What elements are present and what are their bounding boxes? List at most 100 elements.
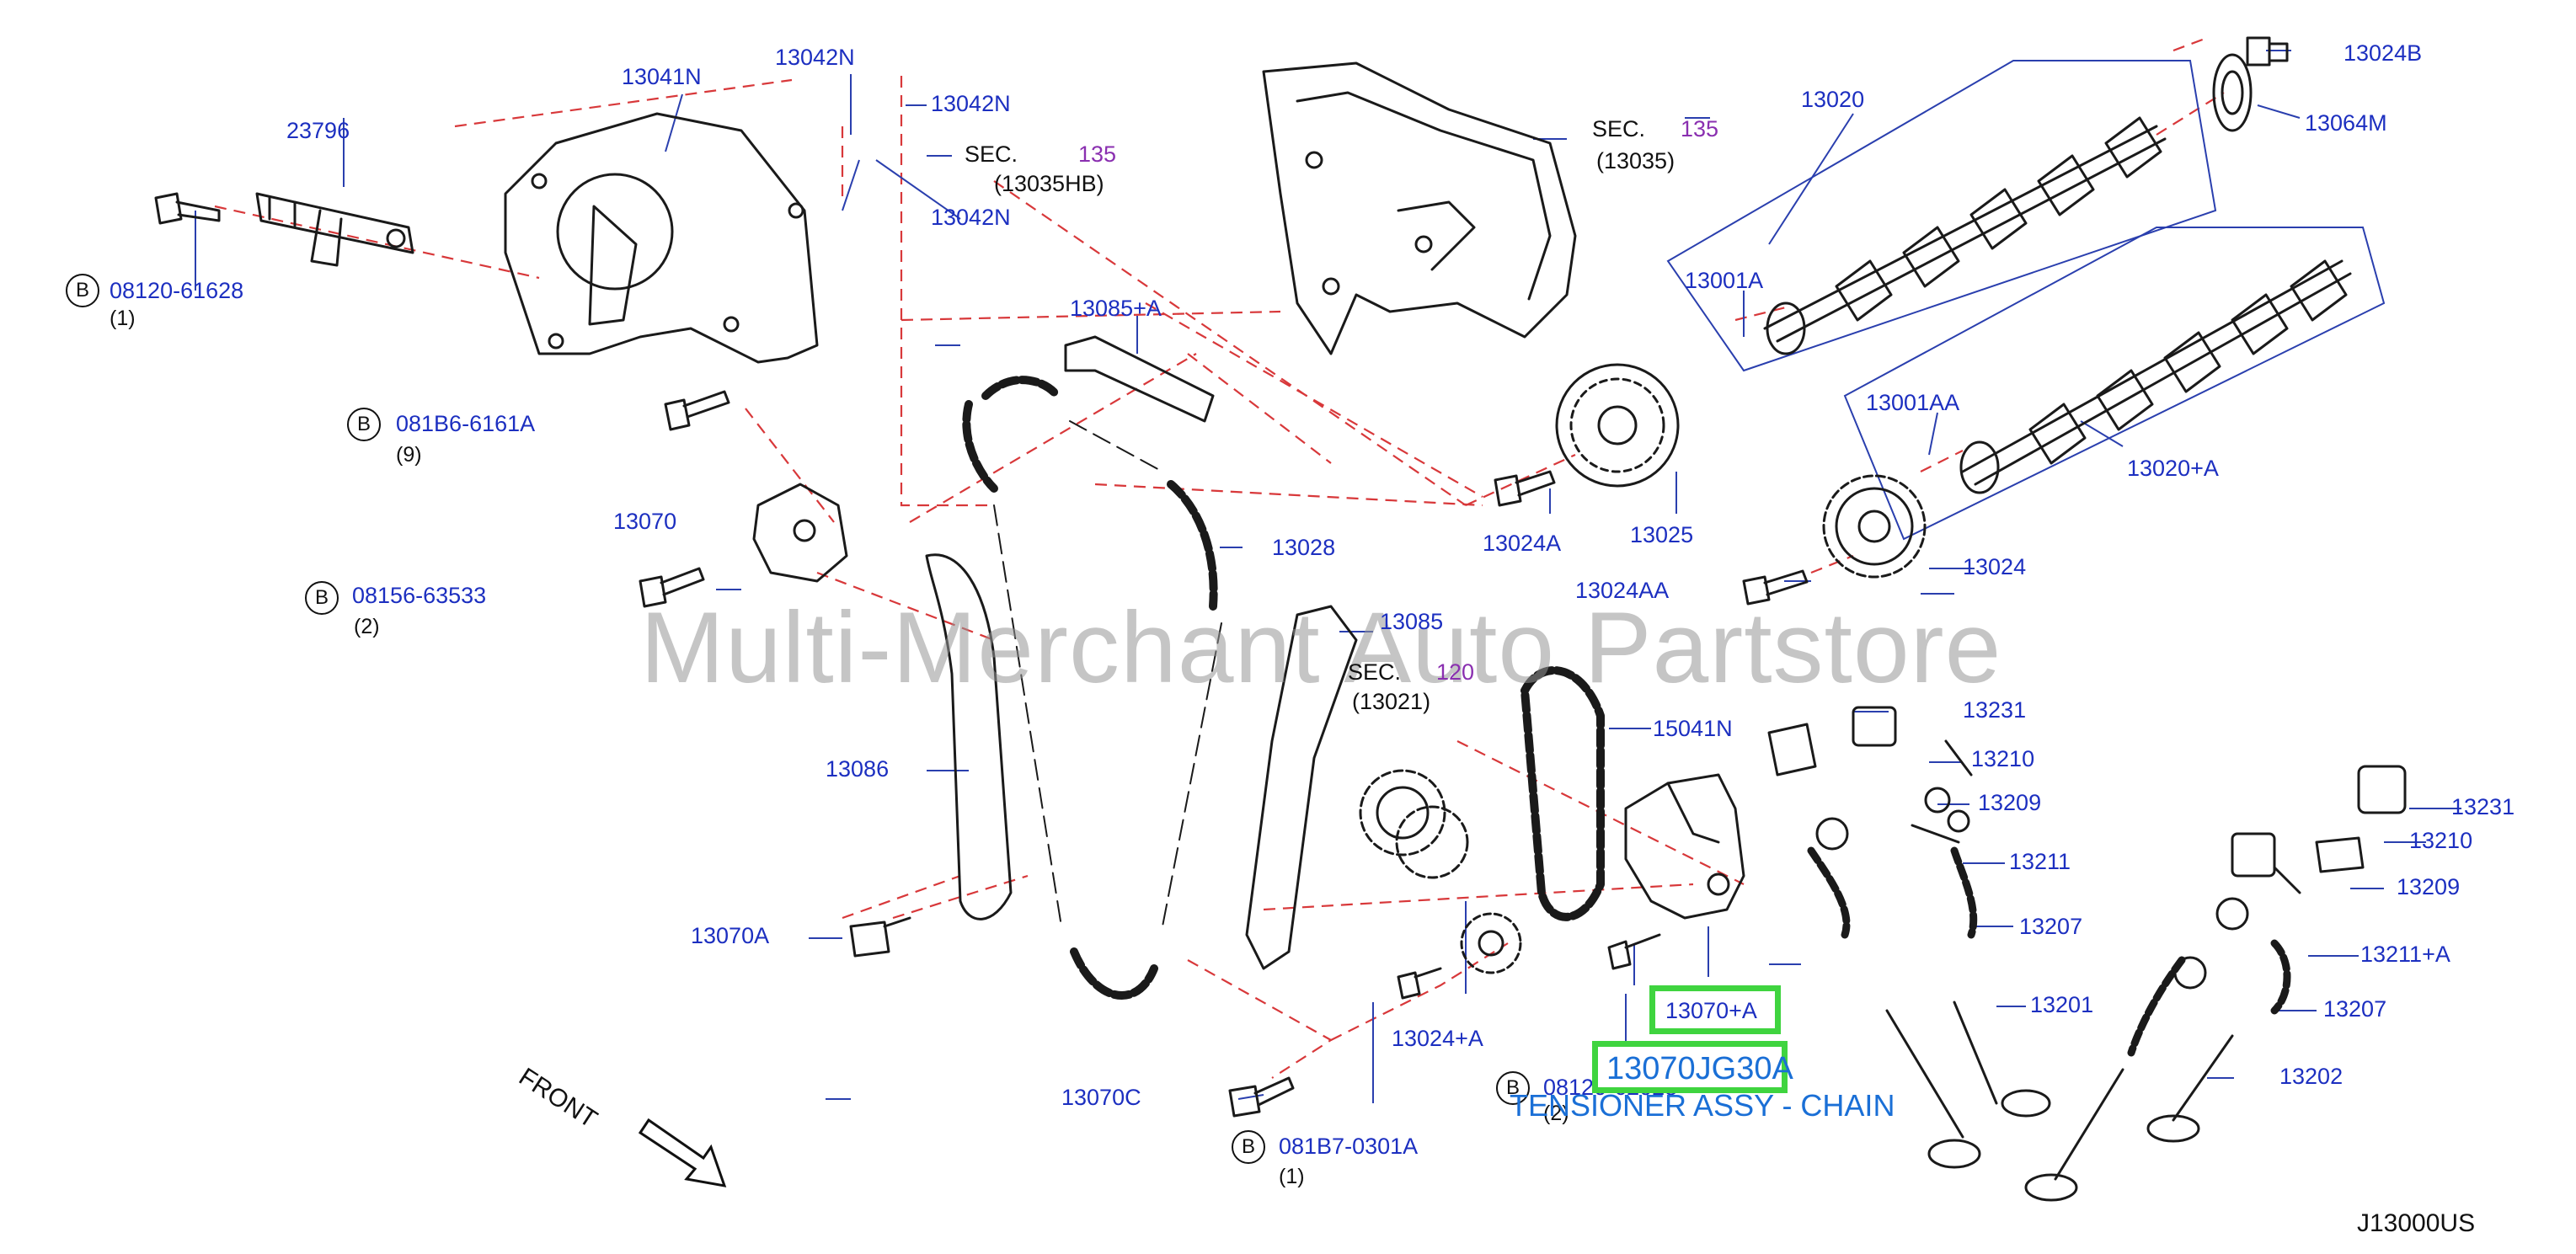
callout-13202[interactable]: 13202 [2279, 1064, 2344, 1089]
callout-13086[interactable]: 13086 [826, 756, 890, 782]
callout-13064m[interactable]: 13064M [2305, 110, 2387, 136]
callout-leader-lines [195, 50, 2461, 1103]
valve-train-left [1767, 706, 2051, 1169]
chain-guide-13086 [925, 553, 1013, 920]
callout-13042n-top[interactable]: 13042N [775, 45, 855, 70]
callout-13041n[interactable]: 13041N [622, 64, 702, 89]
callout-15041n[interactable]: 15041N [1653, 716, 1733, 741]
bolt-qty: (1) [110, 307, 136, 330]
callout-13085[interactable]: 13085 [1380, 609, 1444, 634]
callout-13210-right[interactable]: 13210 [2409, 828, 2473, 853]
bolt-a [154, 192, 221, 225]
callout-13025[interactable]: 13025 [1630, 522, 1694, 547]
callout-13001a[interactable]: 13001A [1685, 268, 1764, 293]
sec-120-ref: (13021) [1352, 689, 1431, 714]
highlight-box-13070a[interactable]: 13070+A [1649, 985, 1781, 1034]
bolt-code-081b6-6161a[interactable]: 081B6-6161A [396, 411, 536, 436]
bolt-13070c [1228, 1076, 1295, 1118]
sec-135-cover-number[interactable]: 135 [1681, 116, 1719, 141]
bolt-13024b [2246, 36, 2289, 67]
callout-13201[interactable]: 13201 [2030, 992, 2094, 1017]
sec-120-number[interactable]: 120 [1436, 659, 1475, 685]
bolt-code-08120-61628[interactable]: 08120-61628 [110, 278, 244, 303]
callout-13024b[interactable]: 13024B [2344, 40, 2423, 66]
lock-washer [2212, 53, 2253, 132]
callout-13024aa[interactable]: 13024AA [1575, 578, 1670, 603]
tensioner-upper [752, 483, 848, 583]
highlight-part-ref: 13070+A [1665, 998, 1757, 1023]
callout-13231-left[interactable]: 13231 [1963, 697, 2027, 723]
highlight-box-part-number[interactable]: 13070JG30A [1592, 1041, 1793, 1093]
valve-train-right [2024, 765, 2407, 1202]
callout-13020[interactable]: 13020 [1801, 87, 1865, 112]
front-arrow [638, 1118, 727, 1187]
callout-13024a[interactable]: 13024A [1483, 531, 1562, 556]
camshaft-upper [1763, 116, 2167, 355]
sprocket-13024pa [1460, 912, 1522, 974]
callout-13231-right[interactable]: 13231 [2451, 794, 2515, 819]
bolt-code-081b7-0301a[interactable]: 081B7-0301A [1279, 1134, 1419, 1159]
callout-13001aa[interactable]: 13001AA [1866, 390, 1960, 415]
sec-135-cover-prefix: SEC. [1592, 116, 1646, 141]
callout-13070[interactable]: 13070 [613, 509, 677, 534]
bolt-13024pa-small [1397, 967, 1442, 1000]
bolt-08120-62028 [1607, 933, 1661, 970]
callout-13024pa[interactable]: 13024+A [1392, 1026, 1483, 1051]
bolt-qty: (1) [1279, 1165, 1305, 1188]
tensioner-chain-highlighted [1624, 773, 1745, 920]
watermark-text: Multi-Merchant Auto Partstore [640, 591, 2002, 704]
bolt-marker-icon: B [1496, 1071, 1530, 1105]
bolt-code-08156-63533[interactable]: 08156-63533 [352, 583, 487, 608]
sec-135-cover-ref: (13035) [1596, 148, 1675, 173]
callout-13207-right[interactable]: 13207 [2323, 996, 2387, 1022]
callout-13207-left[interactable]: 13207 [2019, 914, 2083, 939]
callout-13024[interactable]: 13024 [1963, 554, 2027, 579]
bolt-b [664, 390, 730, 431]
callout-13020a[interactable]: 13020+A [2127, 456, 2219, 481]
diagram-code: J13000US [2357, 1209, 2476, 1237]
cam-sprocket [1555, 363, 1680, 488]
front-cover [504, 112, 819, 364]
callout-13042n-right[interactable]: 13042N [931, 91, 1011, 116]
callout-13085a[interactable]: 13085+A [1070, 296, 1162, 321]
bolt-qty: (9) [396, 443, 422, 467]
assembly-dashed-lines [214, 36, 2225, 1079]
timing-chain-lower [1070, 666, 1605, 1000]
callout-23796[interactable]: 23796 [286, 118, 350, 143]
crank-sprocket [1359, 769, 1469, 879]
callout-13028[interactable]: 13028 [1272, 535, 1336, 560]
bolt-13024a [1494, 470, 1556, 507]
callout-13209-left[interactable]: 13209 [1978, 790, 2042, 815]
bolt-marker-icon: B [1232, 1130, 1265, 1164]
bolt-13024aa [1742, 569, 1809, 606]
upper-cover [1262, 61, 1577, 355]
sprocket-13024 [1822, 474, 1927, 579]
bolt-marker-icon: B [347, 408, 381, 441]
bolt-qty: (2) [1543, 1102, 1569, 1125]
sec-135-upper-prefix: SEC. [965, 141, 1018, 167]
sec-135-upper-ref: (13035HB) [994, 171, 1104, 196]
highlight-part-number: 13070JG30A [1606, 1051, 1793, 1086]
bolt-13070a [849, 916, 911, 958]
callout-13211[interactable]: 13211 [2009, 849, 2071, 874]
callout-13042n-lower[interactable]: 13042N [931, 205, 1011, 230]
callout-13209-right[interactable]: 13209 [2397, 874, 2461, 899]
callout-13070c[interactable]: 13070C [1061, 1085, 1141, 1110]
bolt-08156 [639, 567, 705, 608]
solenoid-valve [255, 192, 414, 267]
bolt-marker-icon: B [66, 274, 99, 307]
camshaft-lower [1959, 259, 2352, 494]
tensioner-description[interactable]: TENSIONER ASSY - CHAIN [1510, 1088, 1895, 1123]
callout-13211a[interactable]: 13211+A [2360, 942, 2450, 967]
sec-135-upper-number[interactable]: 135 [1078, 141, 1117, 167]
bolt-marker-icon: B [305, 581, 339, 615]
chain-guide-13085 [1245, 605, 1358, 970]
callout-13070a[interactable]: 13070A [691, 923, 770, 948]
timing-chain-upper [962, 376, 1222, 927]
sec-120-prefix: SEC. [1348, 659, 1402, 685]
callout-13210-left[interactable]: 13210 [1971, 746, 2035, 771]
chain-guide-upper [1064, 335, 1215, 423]
bolt-qty: (2) [354, 615, 380, 638]
